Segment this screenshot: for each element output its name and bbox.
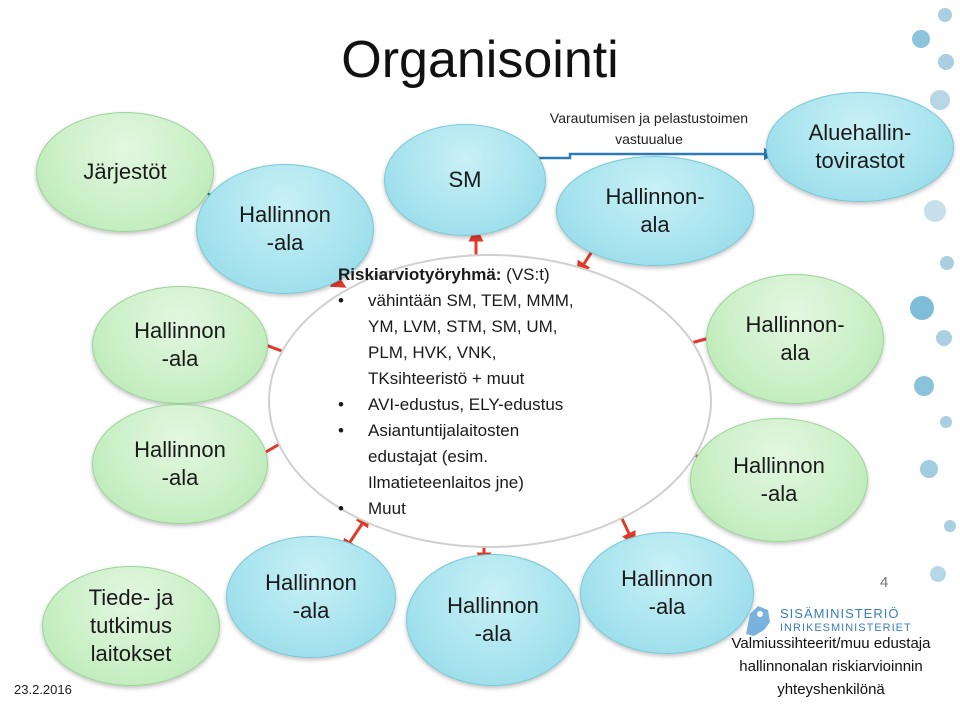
logo-line2: INRIKESMINISTERIET — [780, 622, 912, 634]
footer-line1: Valmiussihteerit/muu edustaja — [731, 635, 931, 652]
logo-line1: SISÄMINISTERIÖ — [780, 606, 900, 621]
slide-date: 23.2.2016 — [14, 682, 72, 697]
node-label-line1: Hallinnon — [265, 570, 357, 595]
node-label-line2: ala — [640, 212, 670, 237]
node-label-line1: Hallinnon- — [605, 184, 705, 209]
node-hallinnonala-midright2: Hallinnon -ala — [690, 418, 868, 542]
bullet-1-line4: TKsihteeristö + muut — [368, 369, 525, 388]
node-label-line1: Hallinnon — [134, 318, 226, 343]
node-jarjestot: Järjestöt — [36, 112, 214, 232]
node-label-line1: Hallinnon — [621, 566, 713, 591]
bullet-3: Asiantuntijalaitosten — [338, 418, 668, 444]
node-label-line2: ala — [780, 340, 810, 365]
bullet-4: Muut — [338, 496, 668, 522]
node-label-line2: -ala — [648, 594, 686, 619]
node-label-line1: Hallinnon — [134, 437, 226, 462]
lion-emblem-icon — [746, 606, 770, 636]
node-hallinnonala-bottom1: Hallinnon -ala — [226, 536, 396, 658]
node-label-line2: -ala — [760, 481, 798, 506]
node-label-line2: -ala — [266, 230, 304, 255]
node-label-line2: -ala — [292, 598, 330, 623]
responsibility-area-label: Varautumisen ja pelastustoimen vastuualu… — [520, 108, 778, 150]
bullet-4-text: Muut — [368, 499, 406, 518]
node-label-line2: tutkimus — [90, 613, 172, 638]
bullet-1-line3: PLM, HVK, VNK, — [368, 343, 497, 362]
node-label-line2: -ala — [161, 465, 199, 490]
footer-note: Valmiussihteerit/muu edustaja hallinnona… — [706, 632, 956, 701]
node-hallinnonala-midleft2: Hallinnon -ala — [92, 404, 268, 524]
node-hallinnonala-topleft: Hallinnon -ala — [196, 164, 374, 294]
node-label-line2: tovirastot — [815, 148, 905, 173]
footer-line2: hallinnonalan riskiarvioinnin — [739, 658, 923, 675]
slide-title: Organisointi — [341, 31, 619, 89]
node-label-line1: Hallinnon- — [745, 312, 845, 337]
bullet-3-line1: Asiantuntijalaitosten — [368, 421, 520, 440]
bullet-2-text: AVI-edustus, ELY-edustus — [368, 395, 564, 414]
node-label-line1: Hallinnon — [733, 453, 825, 478]
node-tiede-tutkimuslaitokset: Tiede- ja tutkimus laitokset — [42, 566, 220, 686]
bullet-1-line2: YM, LVM, STM, SM, UM, — [368, 317, 558, 336]
node-label-line1: Hallinnon — [447, 593, 539, 618]
page-number: 4 — [880, 574, 889, 591]
node-label-line1: Tiede- ja — [88, 585, 174, 610]
node-sm-label: SM — [448, 167, 482, 192]
node-aluehallintovirastot: Aluehallin- tovirastot — [766, 92, 954, 202]
center-heading: Riskiarviotyöryhmä: — [338, 265, 502, 284]
bullet-1: vähintään SM, TEM, MMM, — [338, 288, 668, 314]
bullet-2: AVI-edustus, ELY-edustus — [338, 392, 668, 418]
bullet-3-line3: Ilmatieteenlaitos jne) — [368, 473, 524, 492]
center-heading-suffix: (VS:t) — [501, 265, 550, 284]
bullet-3-line2: edustajat (esim. — [368, 447, 488, 466]
node-label-line1: Aluehallin- — [808, 120, 912, 145]
responsibility-area-line2: vastuualue — [615, 131, 683, 147]
node-sm: SM — [384, 124, 546, 236]
node-hallinnonala-bottom3: Hallinnon -ala — [580, 532, 754, 654]
node-jarjestot-label: Järjestöt — [83, 159, 167, 184]
node-label-line1: Hallinnon — [239, 202, 331, 227]
center-text: Riskiarviotyöryhmä: (VS:t) vähintään SM,… — [338, 262, 668, 522]
node-label-line2: -ala — [474, 621, 512, 646]
node-label-line3: laitokset — [90, 641, 172, 666]
footer-line3: yhteyshenkilönä — [777, 681, 885, 698]
bullet-1-line1: vähintään SM, TEM, MMM, — [368, 291, 574, 310]
ministry-logo: SISÄMINISTERIÖ INRIKESMINISTERIET — [740, 598, 911, 644]
node-label-line2: -ala — [161, 346, 199, 371]
node-hallinnonala-topright: Hallinnon- ala — [556, 156, 754, 266]
node-hallinnonala-bottom2: Hallinnon -ala — [406, 554, 580, 686]
node-hallinnonala-midright1: Hallinnon- ala — [706, 274, 884, 404]
responsibility-area-line1: Varautumisen ja pelastustoimen — [549, 110, 749, 126]
node-hallinnonala-midleft1: Hallinnon -ala — [92, 286, 268, 404]
